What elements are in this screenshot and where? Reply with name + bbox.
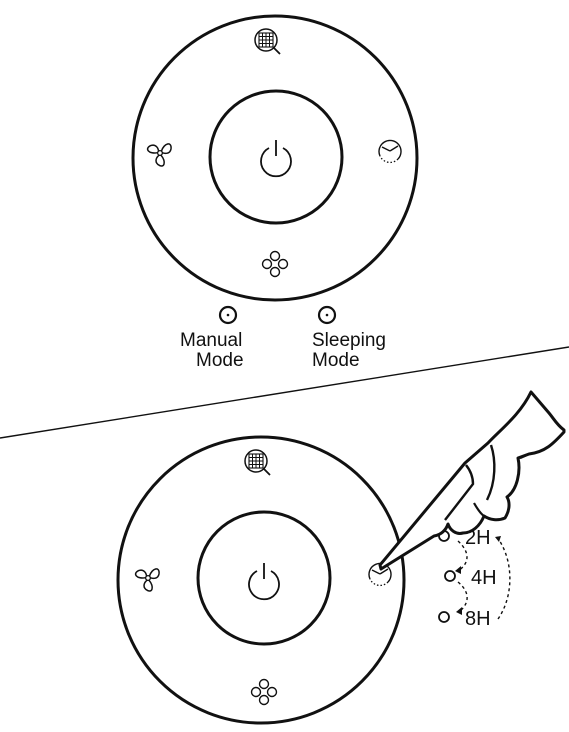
filter-icon[interactable] bbox=[244, 449, 271, 476]
manual-mode-label-line2: Mode bbox=[196, 350, 244, 371]
fan-icon[interactable] bbox=[135, 568, 160, 592]
bottom-inner-ring bbox=[196, 510, 332, 646]
timer-4h-label: 4H bbox=[471, 567, 497, 589]
sleeping-mode-label-line2: Mode bbox=[312, 350, 360, 371]
power-icon[interactable] bbox=[248, 562, 280, 601]
section-divider bbox=[0, 346, 569, 439]
mode-icon[interactable] bbox=[250, 678, 278, 706]
sleeping-mode-indicator bbox=[317, 305, 337, 325]
timer-icon[interactable] bbox=[378, 139, 402, 164]
timer-8h-indicator bbox=[438, 611, 450, 623]
manual-mode-indicator bbox=[218, 305, 238, 325]
top-inner-ring bbox=[208, 89, 344, 225]
top-outer-ring bbox=[131, 14, 419, 302]
top-panel: Manual Mode Sleeping Mode bbox=[131, 14, 419, 371]
bottom-panel: 2H 4H 8H bbox=[116, 390, 566, 725]
sleeping-mode-label-line1: Sleeping bbox=[312, 330, 386, 351]
power-icon[interactable] bbox=[260, 139, 292, 178]
timer-8h-label: 8H bbox=[465, 608, 491, 630]
filter-icon[interactable] bbox=[254, 28, 281, 55]
timer-4h-indicator bbox=[444, 570, 456, 582]
manual-mode-label-line1: Manual bbox=[180, 330, 242, 351]
timer-cycle-arrowheads bbox=[455, 536, 501, 615]
bottom-outer-ring bbox=[116, 435, 406, 725]
pointing-hand-icon bbox=[378, 390, 566, 571]
fan-icon[interactable] bbox=[147, 143, 172, 167]
mode-icon[interactable] bbox=[261, 250, 289, 278]
